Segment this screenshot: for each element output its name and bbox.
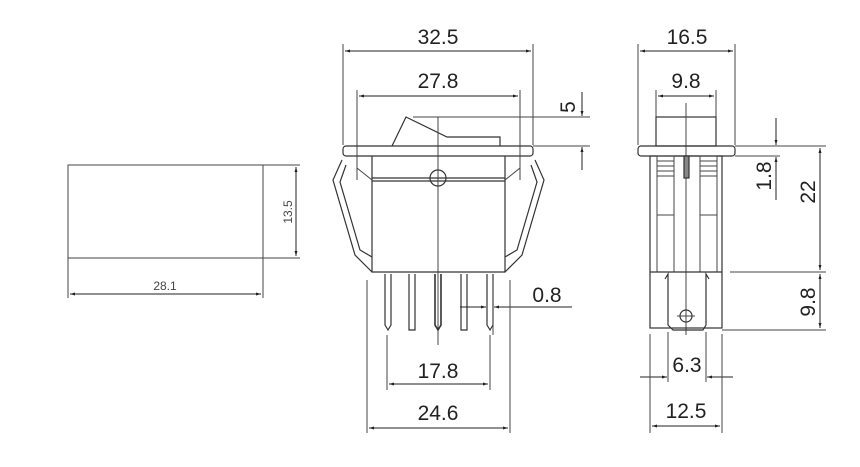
front-view: 32.5 27.8 5 bbox=[332, 26, 590, 433]
cutout-outline bbox=[67, 164, 264, 259]
left-snap-clip bbox=[332, 159, 373, 273]
side-terminal-tab bbox=[664, 271, 710, 331]
cutout-height-label: 13.5 bbox=[281, 200, 295, 224]
flange-thickness-label: 1.8 bbox=[753, 161, 776, 190]
rocker-actuator bbox=[391, 116, 501, 147]
inner-width-label: 27.8 bbox=[418, 70, 459, 93]
side-overall-width-label: 16.5 bbox=[667, 26, 708, 49]
panel-cutout-view: 13.5 28.1 bbox=[67, 164, 300, 298]
right-snap-clip bbox=[504, 159, 545, 273]
overall-width-label: 32.5 bbox=[418, 26, 459, 49]
pin-span-inner-label: 17.8 bbox=[418, 360, 459, 383]
pin-thickness-label: 0.8 bbox=[532, 284, 561, 307]
side-rocker-width-label: 9.8 bbox=[671, 70, 700, 93]
terminal-width-label: 6.3 bbox=[672, 354, 701, 377]
ribs bbox=[657, 160, 717, 216]
terminal-length-label: 9.8 bbox=[797, 287, 820, 316]
rocker-height-label: 5 bbox=[557, 101, 580, 113]
pin-span-outer-label: 24.6 bbox=[418, 402, 459, 425]
side-view: 16.5 9.8 bbox=[637, 26, 826, 433]
body-width-label: 12.5 bbox=[666, 400, 707, 423]
terminal-pins bbox=[384, 274, 494, 332]
cutout-width-label: 28.1 bbox=[153, 279, 177, 293]
body-height-label: 22 bbox=[797, 180, 820, 203]
